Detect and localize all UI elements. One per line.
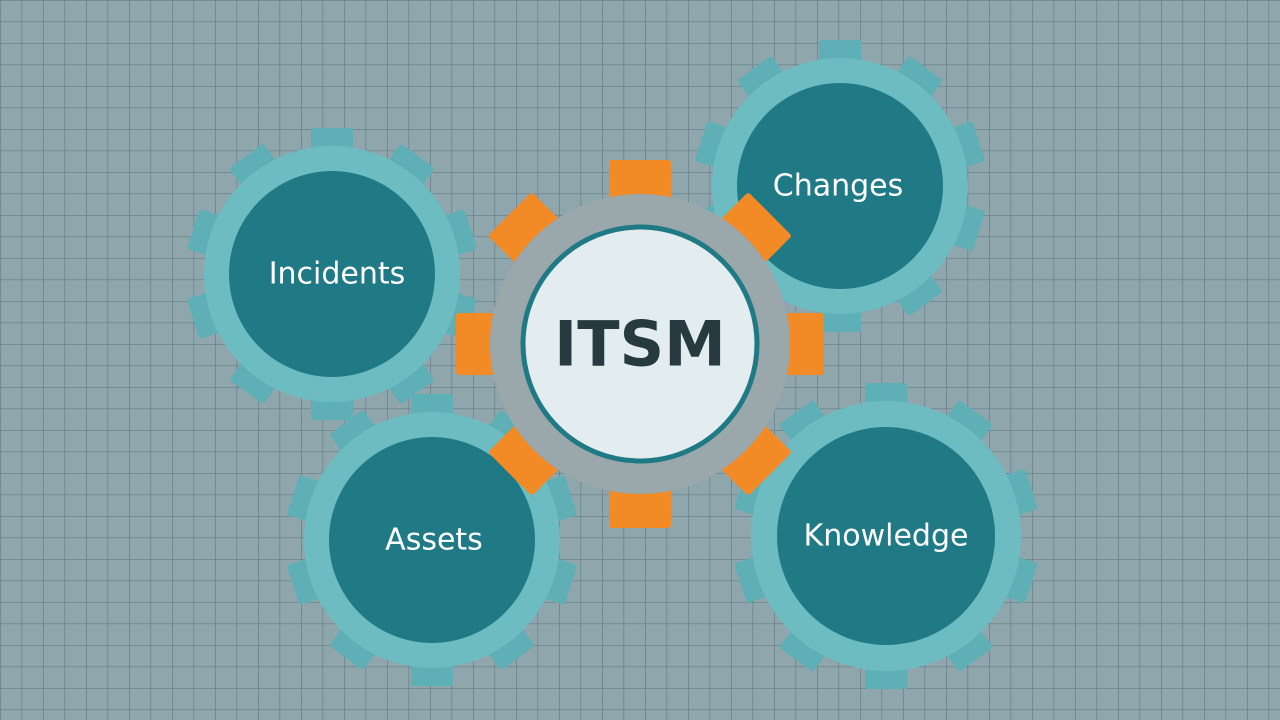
gear-assets-tooth	[484, 622, 534, 670]
gear-incidents-tooth	[384, 144, 434, 192]
gear-changes-label: Changes	[773, 169, 904, 204]
gear-changes-tooth	[892, 56, 942, 104]
gear-incidents-tooth	[230, 356, 280, 404]
gear-changes-tooth	[892, 268, 942, 316]
hub-gear-tooth	[489, 193, 562, 266]
gear-assets-label: Assets	[385, 523, 483, 558]
gear-incidents-face	[229, 171, 435, 377]
gear-incidents-label: Incidents	[269, 257, 406, 292]
hub-gear-tooth	[489, 422, 562, 495]
gear-assets-tooth	[330, 622, 380, 670]
gear-assets-tooth	[330, 410, 380, 458]
hub-gear-tooth	[609, 160, 671, 204]
gear-incidents: Incidents	[187, 128, 477, 420]
gear-assets: Assets	[287, 394, 577, 686]
hub-gear-tooth	[780, 313, 824, 375]
gear-assets-face	[329, 437, 535, 643]
gear-knowledge: Knowledge	[734, 383, 1038, 689]
hub-gear-tooth	[718, 193, 791, 266]
gear-knowledge-tooth	[780, 624, 830, 671]
gear-knowledge-tooth	[780, 401, 830, 448]
gear-incidents-tooth	[384, 356, 434, 404]
gear-incidents-tooth	[230, 144, 280, 192]
hub-gear-teeth	[456, 160, 824, 528]
gear-changes-tooth	[738, 56, 788, 104]
gear-knowledge-face	[777, 427, 995, 645]
hub-gear: ITSM	[456, 160, 824, 528]
gear-knowledge-tooth	[942, 624, 992, 671]
hub-gear-tooth	[718, 422, 791, 495]
gear-knowledge-tooth	[942, 401, 992, 448]
hub-label: ITSM	[554, 308, 726, 381]
hub-gear-center	[520, 224, 760, 464]
hub-gear-tooth	[456, 313, 500, 375]
hub-gear-tooth	[609, 484, 671, 528]
gear-knowledge-label: Knowledge	[804, 519, 969, 554]
